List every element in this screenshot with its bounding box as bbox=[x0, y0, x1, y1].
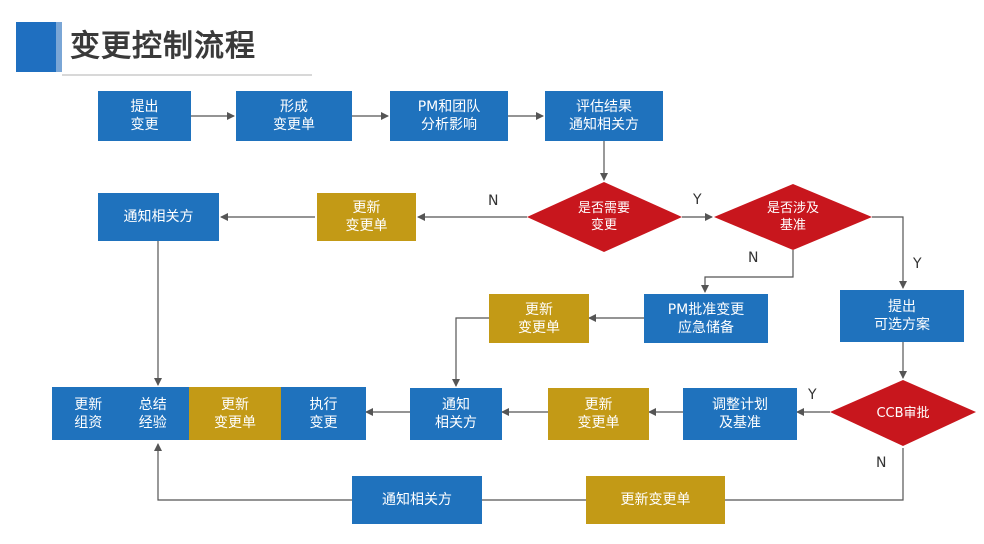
flag-need-change-yes: Y bbox=[693, 192, 702, 208]
node-summarize-lessons: 总结 经验 bbox=[138, 396, 167, 431]
flag-baseline-no: N bbox=[748, 250, 759, 266]
node-update-request-5: 更新变更单 bbox=[586, 476, 725, 524]
link-ccb-no-return bbox=[154, 443, 904, 501]
diamond-ccb bbox=[830, 380, 976, 446]
node-evaluate-notify: 评估结果 通知相关方 bbox=[545, 91, 663, 141]
decision-baseline: 是否涉及 基准 bbox=[766, 201, 819, 233]
link-baseline-no-pm bbox=[701, 250, 794, 293]
node-update-assets: 更新 组资 bbox=[74, 396, 103, 431]
link-baseline-yes-options bbox=[872, 216, 907, 289]
node-notify-stakeholders-2: 通知 相关方 bbox=[410, 388, 502, 440]
node-update-request-1: 更新 变更单 bbox=[317, 193, 416, 241]
decision-ccb: CCB审批 bbox=[876, 405, 930, 421]
flag-ccb-no: N bbox=[876, 455, 887, 471]
title-accent-bar bbox=[16, 22, 62, 72]
link-update-notify2 bbox=[452, 317, 489, 387]
node-notify-stakeholders-1: 通知相关方 bbox=[98, 193, 219, 241]
node-update-request-4: 更新 变更单 bbox=[548, 388, 649, 440]
node-adjust-plan-baseline: 调整计划 及基准 bbox=[683, 388, 797, 440]
node-notify-stakeholders-3: 通知相关方 bbox=[352, 476, 482, 524]
node-update-request-3: 更新 变更单 bbox=[189, 387, 281, 440]
node-execute-change: 执行 变更 bbox=[281, 387, 366, 440]
flag-ccb-yes: Y bbox=[808, 387, 817, 403]
node-pm-team-analysis: PM和团队 分析影响 bbox=[390, 91, 508, 141]
page-title: 变更控制流程 bbox=[70, 29, 256, 64]
diamond-baseline bbox=[714, 184, 872, 250]
node-pm-approve-reserve: PM批准变更 应急储备 bbox=[644, 294, 768, 343]
decision-need-change: 是否需要 变更 bbox=[577, 201, 630, 233]
node-propose-change: 提出 变更 bbox=[98, 91, 191, 141]
title-underline bbox=[62, 74, 312, 76]
node-propose-options: 提出 可选方案 bbox=[840, 290, 964, 342]
diamond-need-change bbox=[527, 182, 682, 252]
flag-baseline-yes: Y bbox=[913, 256, 922, 272]
node-update-assets-summary: 更新 组资 总结 经验 bbox=[52, 387, 189, 440]
node-form-request: 形成 变更单 bbox=[236, 91, 352, 141]
flag-need-change-no: N bbox=[488, 193, 499, 209]
node-update-request-2: 更新 变更单 bbox=[489, 294, 589, 343]
